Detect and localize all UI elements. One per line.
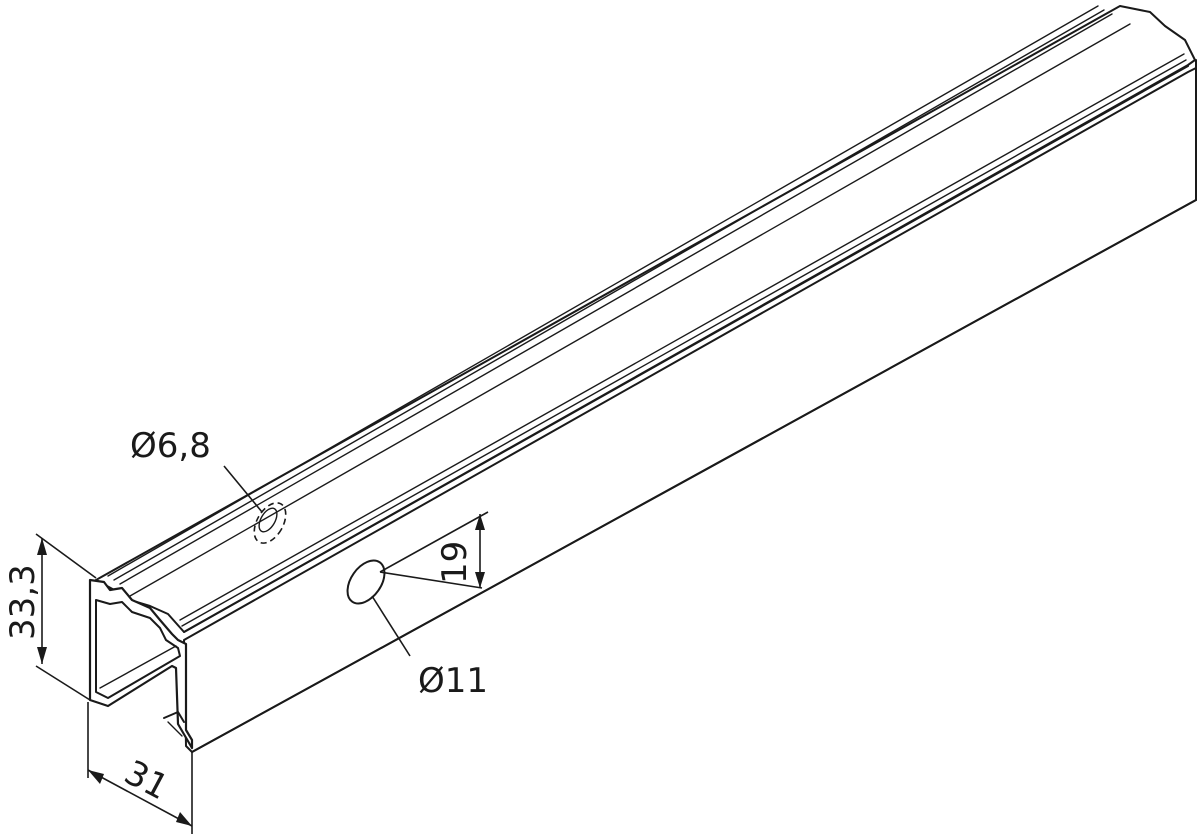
dim-arrow (37, 538, 47, 555)
dim-arrow (475, 514, 485, 530)
dim-width-line (87, 769, 193, 827)
dim-height-ext (35, 665, 91, 701)
rail-body (95, 5, 1197, 753)
dim-arrow (88, 770, 104, 784)
rail-cross-section (88, 578, 194, 750)
rail-lower-lip-inner (167, 721, 183, 737)
rail-shoulder-line (183, 65, 1189, 633)
dim-hole-offset-ext (379, 511, 489, 573)
rail-top-face (95, 5, 1196, 633)
dim-height: 33,3 (3, 533, 97, 701)
rail-top-groove-line (113, 9, 1105, 581)
hole-large-label: Ø11 (418, 661, 488, 701)
rail-shoulder-line (179, 53, 1185, 621)
dim-height-label: 33,3 (3, 564, 43, 640)
dim-arrow (475, 572, 485, 588)
dim-hole-offset-label: 19 (435, 541, 475, 584)
dim-width-label: 31 (118, 753, 175, 809)
hole-small (223, 465, 287, 544)
rail-inner-lip (99, 645, 177, 689)
hole-large-leader (371, 595, 411, 657)
rail-top-groove-line (129, 23, 1131, 597)
rail-bottom-edge (191, 199, 1197, 753)
rail-top-groove-line (107, 5, 1099, 577)
dim-width: 31 (87, 702, 193, 834)
hole-small-outline (253, 502, 287, 544)
dim-height-ext (35, 533, 97, 579)
dim-hole-offset-ext (379, 571, 483, 589)
rail-lower-lip (163, 711, 185, 723)
rail-end-profile (88, 578, 194, 750)
rail-inner-channel (95, 599, 181, 699)
dim-hole-offset: 19 (379, 511, 489, 589)
rail-top-groove-line (119, 13, 1113, 585)
dim-arrow (176, 812, 192, 826)
hole-small-inner (258, 507, 278, 533)
rail-side-face (183, 67, 1197, 753)
hole-large-outline (346, 559, 386, 605)
hole-small-label: Ø6,8 (130, 426, 211, 466)
rail-shoulder-line (181, 59, 1187, 627)
hole-large (346, 559, 411, 657)
dim-arrow (37, 647, 47, 664)
hole-small-leader (223, 465, 263, 513)
